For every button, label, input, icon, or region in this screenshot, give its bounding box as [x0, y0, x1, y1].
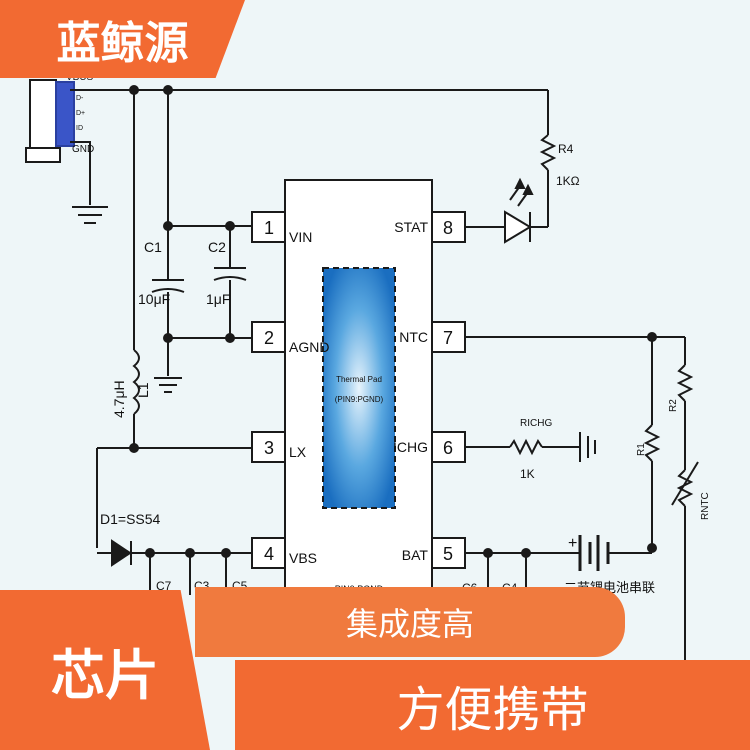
- resistor-r2: [676, 364, 694, 402]
- resistor-richg: [509, 438, 543, 456]
- pin3-number: 3: [264, 438, 274, 458]
- feature-portable-text: 方便携带: [396, 682, 589, 738]
- resistor-r4: [539, 134, 557, 171]
- c2-name: C2: [208, 239, 226, 255]
- usb-dminus-label: D-: [76, 95, 84, 102]
- brand-name: 蓝鲸源: [56, 18, 189, 69]
- feature-banner-integration: 集成度高: [195, 587, 625, 657]
- richg-value: 1K: [520, 467, 535, 481]
- c1-value: 10μF: [138, 291, 170, 307]
- r4-name: R4: [558, 142, 574, 156]
- pin7-name: NTC: [399, 329, 428, 345]
- pin2-name: AGND: [289, 339, 329, 355]
- usb-id-label: ID: [76, 125, 83, 132]
- chip-tag-text: 芯片: [51, 643, 159, 707]
- pin8-name: STAT: [394, 219, 428, 235]
- diode-label: D1=SS54: [100, 511, 161, 527]
- pin6-name: ICHG: [393, 439, 428, 455]
- pin7-number: 7: [443, 328, 453, 348]
- thermal-pad-line2: (PIN9:PGND): [335, 395, 384, 404]
- pin4-number: 4: [264, 544, 274, 564]
- resistor-r1: [643, 424, 661, 462]
- chip-tag-banner: 芯片: [0, 590, 210, 750]
- thermal-pad-line1: Thermal Pad: [336, 375, 382, 384]
- c7-label: C7: [156, 579, 172, 593]
- pin5-name: BAT: [402, 547, 429, 563]
- usb-dplus-label: D+: [76, 110, 85, 117]
- battery-plus: +: [568, 535, 577, 552]
- usb-gnd-label: GND: [72, 144, 94, 155]
- pin6-number: 6: [443, 438, 453, 458]
- pin4-name: VBS: [289, 550, 317, 566]
- pin8-number: 8: [443, 218, 453, 238]
- feature-banner-portable: 方便携带: [235, 660, 750, 750]
- r4-value: 1KΩ: [556, 174, 580, 188]
- richg-name: RICHG: [520, 418, 552, 429]
- r1-label: R1: [636, 443, 647, 456]
- brand-logo-banner: 蓝鲸源: [0, 0, 245, 78]
- feature-integration-text: 集成度高: [345, 605, 474, 643]
- c1-name: C1: [144, 239, 162, 255]
- pin3-name: LX: [289, 444, 307, 460]
- resistor-rntc: [676, 469, 694, 507]
- pin2-number: 2: [264, 328, 274, 348]
- pin5-number: 5: [443, 544, 453, 564]
- inductor-l1: [132, 349, 140, 415]
- thermal-pad: [322, 267, 396, 509]
- r2-label: R2: [668, 399, 679, 412]
- inductor-name: L1: [135, 382, 151, 398]
- pin1-name: VIN: [289, 229, 312, 245]
- inductor-value: 4.7μH: [111, 380, 127, 418]
- rntc-label: RNTC: [700, 492, 711, 520]
- c2-value: 1μF: [206, 291, 230, 307]
- pin1-number: 1: [264, 218, 274, 238]
